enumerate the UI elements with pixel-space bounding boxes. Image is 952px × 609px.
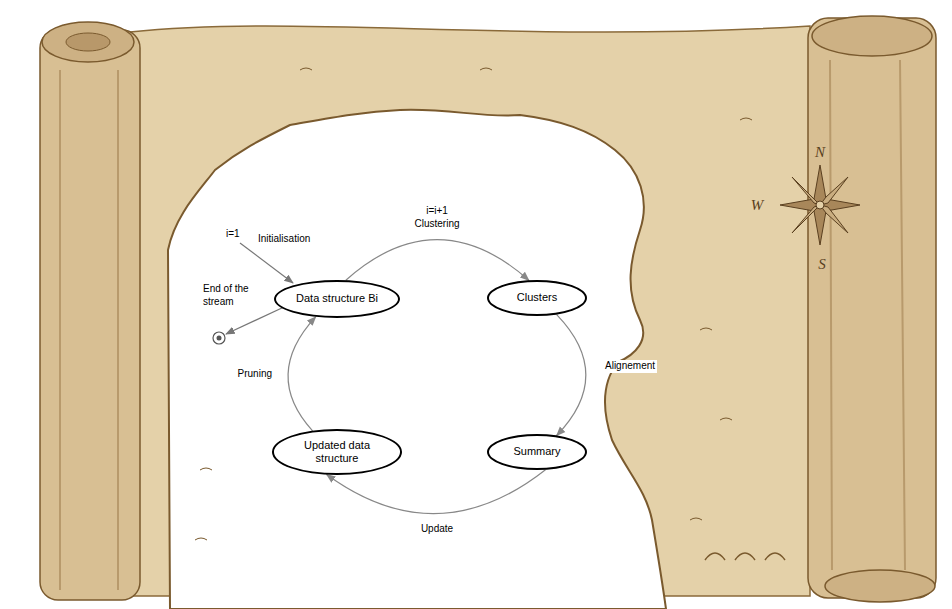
state-ellipse: Summary bbox=[487, 434, 587, 470]
text-holder: Summary bbox=[513, 445, 560, 458]
map-interior bbox=[168, 110, 666, 609]
left-scroll bbox=[40, 30, 140, 600]
scroll-curl bbox=[812, 16, 932, 56]
transition-arrow bbox=[557, 315, 586, 436]
annotation: i=1 bbox=[226, 228, 240, 241]
final-state bbox=[213, 332, 225, 344]
final-state bbox=[217, 336, 222, 341]
text-holder: Data structure Bi bbox=[296, 292, 378, 305]
state-label: Data structure Bi bbox=[296, 292, 378, 305]
text-holder: Clusters bbox=[517, 291, 557, 304]
transition-arrow bbox=[288, 317, 316, 431]
hill-marks bbox=[705, 553, 785, 560]
scroll-shade bbox=[60, 70, 118, 590]
state-label: Clusters bbox=[517, 291, 557, 304]
scroll-shade bbox=[830, 60, 905, 570]
wave-marks bbox=[195, 68, 752, 540]
right-scroll bbox=[808, 18, 936, 598]
annotation: End of the stream bbox=[203, 283, 265, 308]
transition-label: Clustering bbox=[412, 218, 461, 231]
annotation: Initialisation bbox=[258, 233, 310, 246]
text-holder: Updated data structure bbox=[295, 439, 379, 465]
final-arrow bbox=[226, 307, 284, 334]
annotation: i=i+1 bbox=[424, 205, 450, 218]
compass-rose bbox=[780, 165, 860, 245]
compass-letter: W bbox=[751, 196, 764, 215]
state-label: Summary bbox=[513, 445, 560, 458]
compass-letter: S bbox=[818, 255, 826, 274]
state-label: Updated data structure bbox=[295, 439, 379, 465]
scroll-curl bbox=[66, 33, 110, 51]
compass-letter: N bbox=[815, 143, 825, 162]
state-ellipse: Clusters bbox=[487, 280, 587, 316]
state-ellipse: Updated data structure bbox=[272, 429, 401, 475]
initial-arrow bbox=[240, 243, 293, 283]
transition-label: Alignement bbox=[603, 360, 657, 373]
scroll-curl bbox=[825, 570, 935, 602]
transition-label: Update bbox=[419, 523, 455, 536]
transition-arrow bbox=[346, 240, 529, 281]
transition-label: Pruning bbox=[236, 368, 274, 381]
scroll-curl bbox=[42, 22, 134, 62]
transition-arrow bbox=[327, 470, 546, 514]
state-ellipse: Data structure Bi bbox=[274, 280, 400, 318]
